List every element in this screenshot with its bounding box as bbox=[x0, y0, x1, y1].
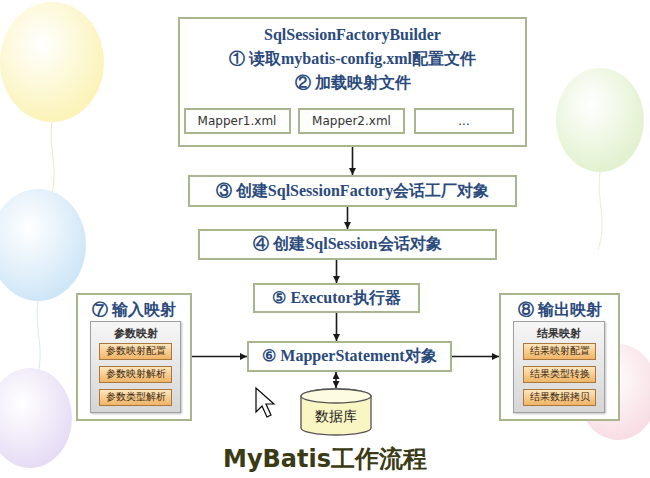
balloon-string bbox=[50, 122, 54, 200]
mapping-panel: 结果映射结果映射配置结果类型转换结果数据拷贝 bbox=[513, 321, 605, 413]
flow-arrow bbox=[336, 313, 338, 341]
process-label: ⑥ MapperStatement对象 bbox=[262, 346, 436, 367]
flow-arrow bbox=[352, 147, 354, 175]
balloon bbox=[0, 2, 104, 122]
mapping-group-box: ⑦ 输入映射参数映射参数映射配置参数映射解析参数类型解析 bbox=[76, 293, 192, 421]
panel-heading: 结果映射 bbox=[537, 326, 581, 341]
mapping-item-button: 参数映射解析 bbox=[99, 366, 172, 383]
flow-arrow bbox=[452, 356, 499, 358]
mapping-group-box: ⑧ 输出映射结果映射结果映射配置结果类型转换结果数据拷贝 bbox=[499, 293, 620, 421]
mapper-file-box: Mapper1.xml bbox=[184, 108, 291, 134]
mapper-file-box: ... bbox=[414, 108, 514, 134]
item-label: 结果映射配置 bbox=[530, 345, 590, 358]
process-label: ③ 创建SqlSessionFactory会话工厂对象 bbox=[216, 181, 489, 202]
builder-box: SqlSessionFactoryBuilder① 读取mybatis-conf… bbox=[178, 17, 527, 147]
process-box: ⑤ Executor执行器 bbox=[253, 283, 420, 313]
box-label: SqlSessionFactoryBuilder bbox=[264, 23, 441, 47]
file-label: ... bbox=[458, 114, 469, 128]
mapper-file-box: Mapper2.xml bbox=[298, 108, 405, 134]
diagram-title: MyBatis工作流程 bbox=[0, 443, 650, 475]
box-label: ① 读取mybatis-config.xml配置文件 bbox=[229, 47, 476, 71]
balloon-string bbox=[598, 172, 602, 250]
item-label: 结果数据拷贝 bbox=[530, 391, 590, 404]
mouse-cursor bbox=[256, 388, 274, 417]
flow-arrow bbox=[335, 372, 337, 388]
item-label: 参数映射解析 bbox=[106, 368, 166, 381]
process-box: ③ 创建SqlSessionFactory会话工厂对象 bbox=[188, 175, 517, 207]
mapping-item-button: 结果映射配置 bbox=[523, 343, 596, 360]
item-label: 参数映射配置 bbox=[106, 345, 166, 358]
process-box: ⑥ MapperStatement对象 bbox=[247, 341, 452, 372]
database-top bbox=[301, 389, 371, 403]
balloon bbox=[0, 189, 86, 301]
box-label: ② 加载映射文件 bbox=[295, 71, 411, 95]
mapping-item-button: 参数映射配置 bbox=[99, 343, 172, 360]
item-label: 结果类型转换 bbox=[530, 368, 590, 381]
database-body bbox=[301, 389, 371, 435]
process-label: ④ 创建SqlSession会话对象 bbox=[253, 234, 441, 255]
flow-arrow bbox=[192, 356, 247, 358]
item-label: 参数类型解析 bbox=[106, 391, 166, 404]
mapping-item-button: 结果数据拷贝 bbox=[523, 389, 596, 406]
mapping-item-button: 参数类型解析 bbox=[99, 389, 172, 406]
panel-heading: 参数映射 bbox=[114, 326, 158, 341]
group-label: ⑦ 输入映射 bbox=[92, 299, 176, 321]
flow-arrow bbox=[336, 260, 338, 283]
group-label: ⑧ 输出映射 bbox=[518, 299, 602, 321]
balloon bbox=[0, 368, 72, 468]
database-cylinder: 数据库 bbox=[300, 388, 372, 436]
process-label: ⑤ Executor执行器 bbox=[272, 288, 400, 309]
file-label: Mapper2.xml bbox=[312, 114, 391, 128]
flow-arrow bbox=[347, 207, 349, 229]
mapping-item-button: 结果类型转换 bbox=[523, 366, 596, 383]
balloon-string bbox=[36, 301, 40, 380]
mapping-panel: 参数映射参数映射配置参数映射解析参数类型解析 bbox=[90, 321, 181, 413]
file-label: Mapper1.xml bbox=[198, 114, 277, 128]
balloon bbox=[556, 68, 644, 172]
database-label: 数据库 bbox=[315, 408, 357, 426]
process-box: ④ 创建SqlSession会话对象 bbox=[198, 229, 497, 260]
